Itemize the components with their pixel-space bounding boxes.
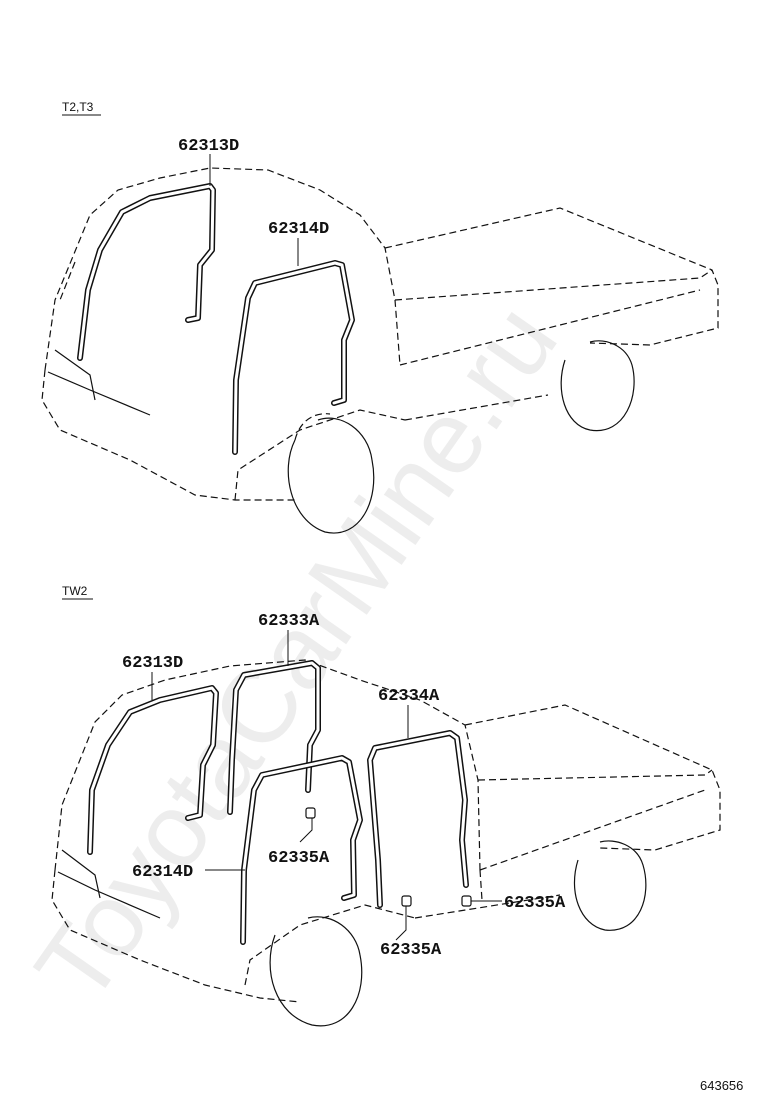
diagram-code: 643656 — [700, 1078, 743, 1093]
part-label: 62313D — [122, 654, 183, 673]
part-label: 62335A — [504, 894, 566, 913]
part-label: 62335A — [268, 849, 330, 868]
truck-illustration-tw2 — [51, 659, 721, 1027]
leader-line — [299, 818, 313, 843]
part-label: 62313D — [178, 137, 239, 156]
part-label: 62333A — [258, 612, 320, 631]
part-label: 62335A — [380, 941, 442, 960]
clip-icon — [305, 807, 316, 819]
clip-icon — [461, 895, 472, 907]
section-label: T2,T3 — [62, 100, 94, 114]
section-label: TW2 — [62, 584, 88, 598]
part-label: 62314D — [268, 220, 329, 239]
part-label: 62334A — [378, 687, 440, 706]
leader-line — [395, 906, 407, 941]
part-label: 62314D — [132, 863, 193, 882]
watermark: ToyotaCarMine.ru — [14, 284, 580, 1023]
clip-icon — [401, 895, 412, 907]
